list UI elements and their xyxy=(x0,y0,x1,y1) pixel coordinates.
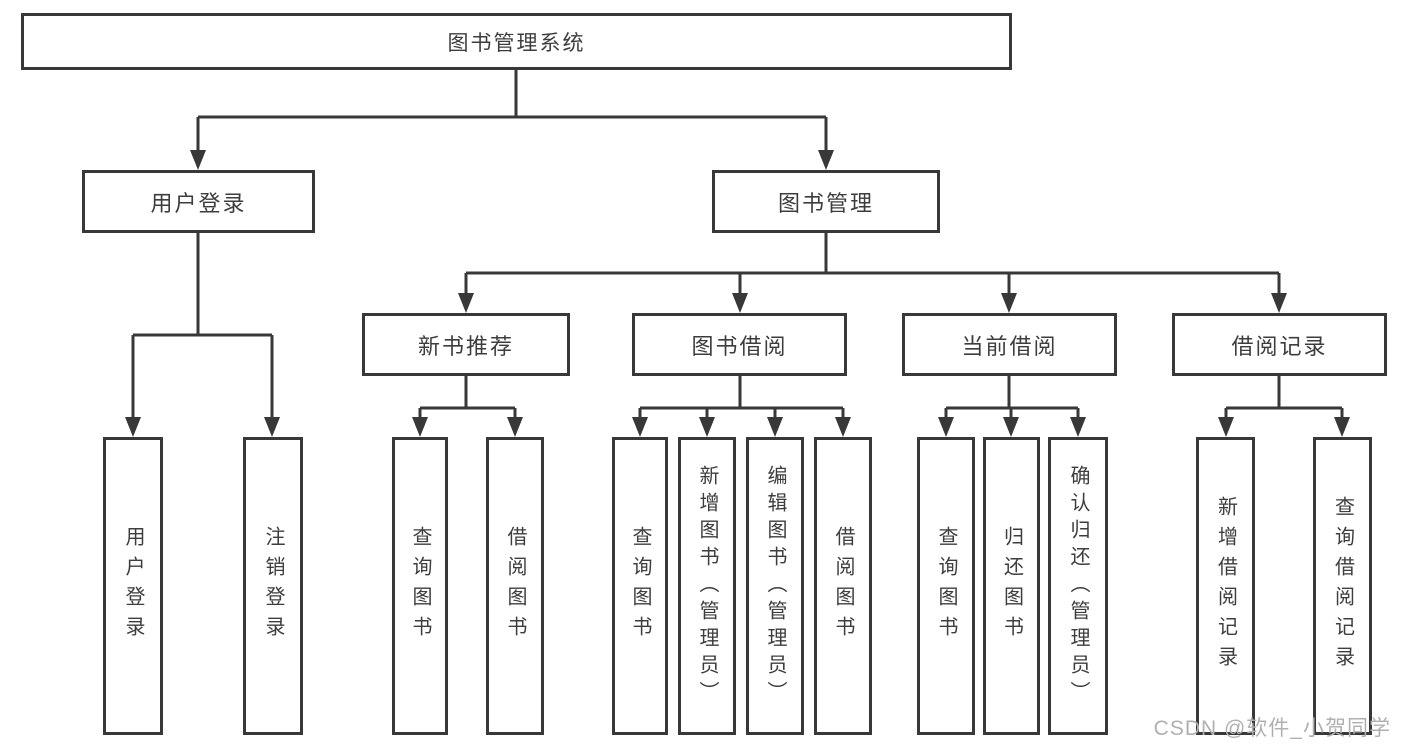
node-current-borrow-label: 当前借阅 xyxy=(961,333,1058,359)
watermark: CSDN @软件_小贺同学 xyxy=(1153,717,1391,740)
leaf-add-book-admin-label: 新增图书（管理员） xyxy=(696,464,718,708)
leaf-add-book-admin: 新增图书（管理员） xyxy=(678,437,736,735)
leaf-query-books-3: 查询图书 xyxy=(917,437,975,735)
leaf-edit-book-admin: 编辑图书（管理员） xyxy=(746,437,804,735)
node-new-book-recommend: 新书推荐 xyxy=(362,313,570,376)
leaf-query-books-1-label: 查询图书 xyxy=(409,526,431,646)
leaf-confirm-return-admin-label: 确认归还（管理员） xyxy=(1067,464,1089,708)
leaf-query-borrow-record-label: 查询借阅记录 xyxy=(1331,496,1354,676)
leaf-query-books-2-label: 查询图书 xyxy=(629,526,651,646)
leaf-query-books-2: 查询图书 xyxy=(612,437,668,735)
node-borrow-record: 借阅记录 xyxy=(1172,313,1387,376)
leaf-borrow-books-2: 借阅图书 xyxy=(814,437,872,735)
node-current-borrow: 当前借阅 xyxy=(902,313,1117,376)
leaf-add-borrow-record: 新增借阅记录 xyxy=(1196,437,1255,735)
leaf-user-login: 用户登录 xyxy=(103,437,163,735)
leaf-query-books-3-label: 查询图书 xyxy=(935,526,957,646)
leaf-logout-label: 注销登录 xyxy=(262,526,284,646)
leaf-borrow-books-1: 借阅图书 xyxy=(486,437,544,735)
node-borrow-record-label: 借阅记录 xyxy=(1231,333,1328,359)
node-book-borrow: 图书借阅 xyxy=(632,313,847,376)
node-book-management: 图书管理 xyxy=(712,170,940,233)
leaf-return-book: 归还图书 xyxy=(983,437,1040,735)
node-user-login: 用户登录 xyxy=(82,170,315,233)
node-new-book-recommend-label: 新书推荐 xyxy=(417,333,514,359)
leaf-borrow-books-1-label: 借阅图书 xyxy=(504,526,526,646)
node-book-borrow-label: 图书借阅 xyxy=(691,333,788,359)
arrowheads xyxy=(125,150,1350,437)
node-root: 图书管理系统 xyxy=(21,13,1012,70)
node-user-login-label: 用户登录 xyxy=(150,190,247,216)
leaf-borrow-books-2-label: 借阅图书 xyxy=(832,526,854,646)
node-book-management-label: 图书管理 xyxy=(777,190,874,216)
leaf-confirm-return-admin: 确认归还（管理员） xyxy=(1048,437,1108,735)
leaf-edit-book-admin-label: 编辑图书（管理员） xyxy=(764,464,786,708)
leaf-query-books-1: 查询图书 xyxy=(392,437,448,735)
leaf-user-login-label: 用户登录 xyxy=(122,526,144,646)
leaf-query-borrow-record: 查询借阅记录 xyxy=(1313,437,1372,735)
leaf-add-borrow-record-label: 新增借阅记录 xyxy=(1214,496,1237,676)
leaf-return-book-label: 归还图书 xyxy=(1000,526,1023,646)
leaf-logout: 注销登录 xyxy=(243,437,303,735)
node-root-label: 图书管理系统 xyxy=(447,31,586,55)
